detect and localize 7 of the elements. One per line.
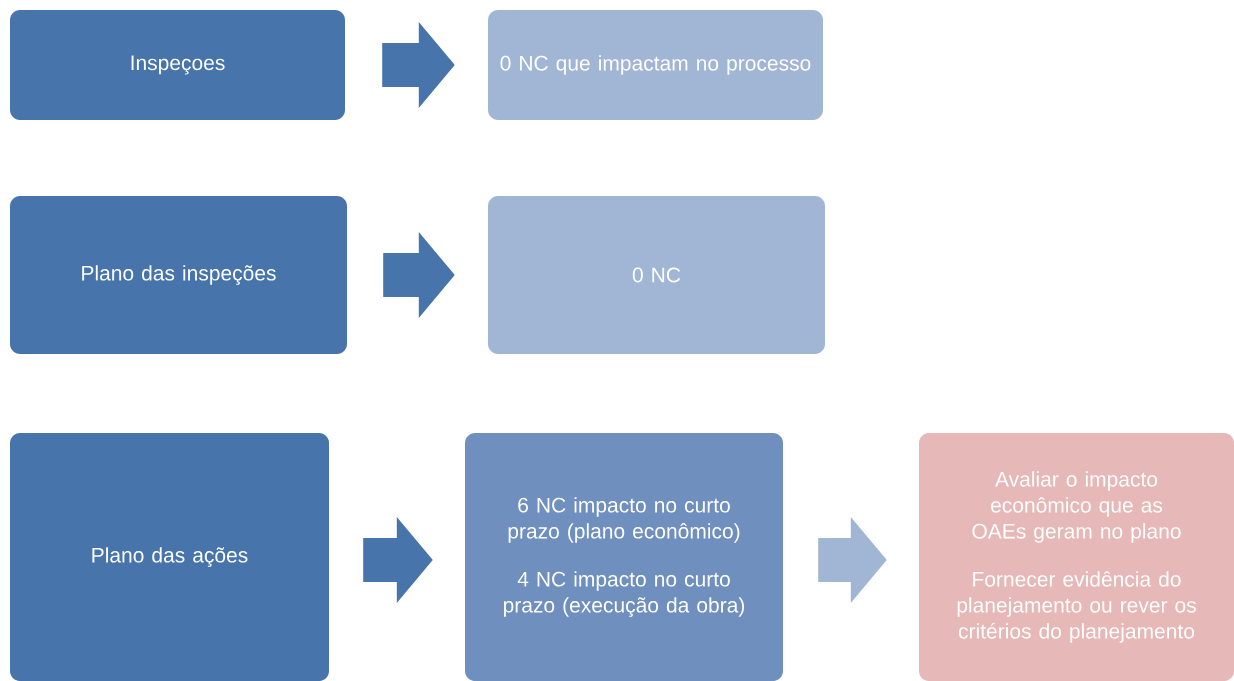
process-box: Inspeçoes	[10, 10, 345, 120]
process-box: Plano das inspeções	[10, 196, 347, 354]
process-box: 0 NC	[488, 196, 825, 354]
process-box: Avaliar o impacto econômico que as OAEs geram no plano Fornecer evidência do planejamento ou rever os critérios do planejamento	[919, 433, 1234, 681]
process-box: 6 NC impacto no curto prazo (plano econômico) 4 NC impacto no curto prazo (execução da obra)	[465, 433, 783, 681]
process-box: Plano das ações	[10, 433, 329, 681]
process-box: 0 NC que impactam no processo	[488, 10, 823, 120]
